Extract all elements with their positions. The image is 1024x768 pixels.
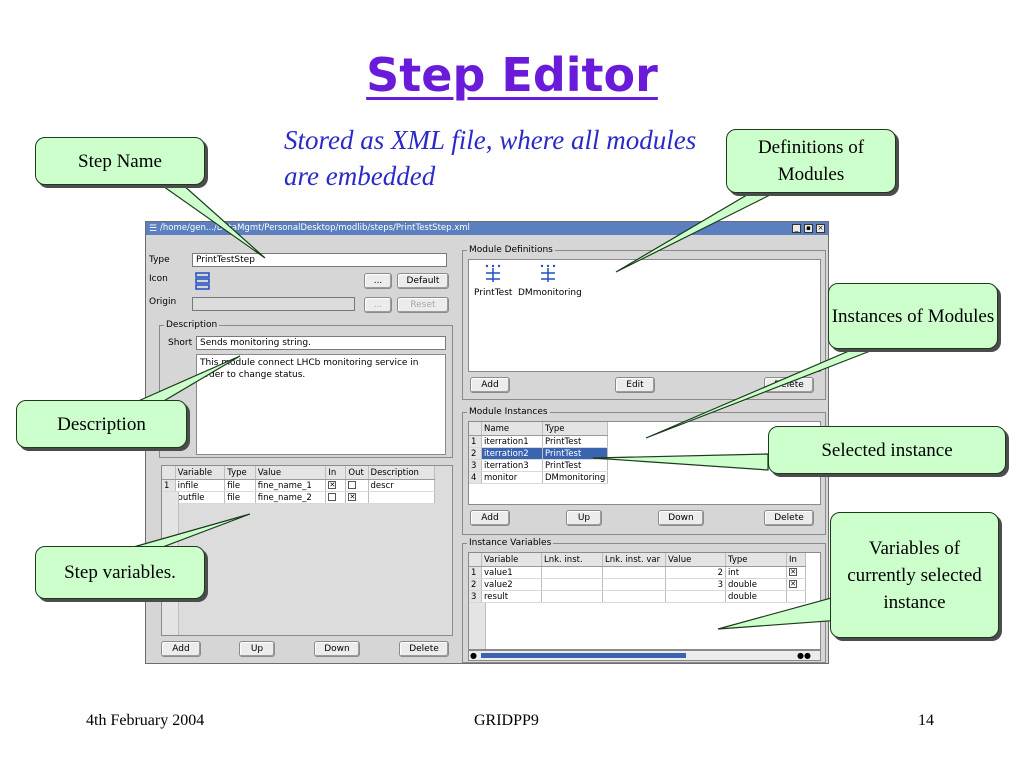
- scrollbar-thumb[interactable]: [481, 653, 686, 658]
- slide-title: Step Editor: [366, 48, 658, 102]
- short-label: Short: [168, 338, 193, 348]
- in-checkbox-unchecked[interactable]: [328, 493, 337, 501]
- window-title: /home/gen.../DataMgmt/PersonalDesktop/mo…: [160, 223, 470, 233]
- footer-date: 4th February 2004: [86, 712, 205, 729]
- definitions-add-button[interactable]: Add: [470, 377, 510, 393]
- module-definition-item[interactable]: DMmonitoring: [518, 288, 582, 298]
- in-checkbox-checked[interactable]: ✕: [789, 568, 797, 576]
- step-name-pointer: [158, 183, 266, 259]
- definitions-edit-button[interactable]: Edit: [615, 377, 655, 393]
- instance-variables-table[interactable]: Variable Lnk. inst. Lnk. inst. var Value…: [469, 553, 806, 603]
- table-row[interactable]: 1 iterration1 PrintTest: [469, 435, 609, 448]
- instances-pointer: [645, 347, 879, 439]
- module-definitions-title: Module Definitions: [467, 244, 555, 256]
- callout-module-definitions: Definitions of Modules: [726, 129, 896, 193]
- module-instances-title: Module Instances: [467, 406, 550, 418]
- row-number-gutter: [469, 603, 486, 649]
- column-header[interactable]: Variable: [175, 466, 226, 480]
- scroll-left-icon[interactable]: ●: [470, 651, 477, 660]
- column-header[interactable]: Variable: [481, 553, 542, 567]
- module-icon: [195, 272, 210, 290]
- scroll-right-icon[interactable]: ●●: [797, 651, 811, 660]
- column-header[interactable]: Lnk. inst.: [541, 553, 603, 567]
- in-checkbox-checked[interactable]: ✕: [789, 580, 797, 588]
- column-header[interactable]: Value: [665, 553, 726, 567]
- callout-selected-instance: Selected instance: [768, 426, 1006, 474]
- out-checkbox-checked[interactable]: ✕: [348, 493, 357, 501]
- callout-description: Description: [16, 400, 187, 448]
- column-header[interactable]: Value: [255, 466, 327, 480]
- selected-instance-pointer: [592, 453, 769, 471]
- definitions-pointer: [615, 191, 777, 273]
- description-pointer: [135, 355, 241, 403]
- module-definition-item[interactable]: PrintTest: [474, 288, 513, 298]
- variables-delete-button[interactable]: Delete: [399, 641, 449, 657]
- origin-reset-button[interactable]: Reset: [397, 297, 449, 313]
- column-header[interactable]: Out: [345, 466, 369, 480]
- instance-variables-title: Instance Variables: [467, 537, 554, 549]
- column-header[interactable]: Type: [542, 422, 609, 436]
- variables-add-button[interactable]: Add: [161, 641, 201, 657]
- column-header[interactable]: Name: [481, 422, 543, 436]
- long-description-field[interactable]: This module connect LHCb monitoring serv…: [196, 354, 446, 455]
- minimize-icon[interactable]: _: [792, 224, 801, 233]
- column-header[interactable]: In: [325, 466, 347, 480]
- close-icon[interactable]: ×: [816, 224, 825, 233]
- slide-subtitle: Stored as XML file, where all modules ar…: [284, 125, 697, 191]
- origin-label: Origin: [149, 297, 177, 307]
- column-header[interactable]: Lnk. inst. var: [602, 553, 666, 567]
- table-row[interactable]: 3 result double: [469, 590, 806, 603]
- variables-down-button[interactable]: Down: [314, 641, 360, 657]
- module-definitions-group: Module Definitions: [462, 244, 826, 400]
- description-group-title: Description: [164, 319, 220, 331]
- window-titlebar: ☰ /home/gen.../DataMgmt/PersonalDesktop/…: [146, 222, 828, 235]
- type-field[interactable]: PrintTestStep: [192, 253, 447, 267]
- instances-up-button[interactable]: Up: [566, 510, 602, 526]
- in-checkbox-checked[interactable]: ✕: [328, 481, 337, 489]
- horizontal-scrollbar[interactable]: ● ●●: [468, 650, 821, 661]
- callout-instance-variables: Variables of currently selected instance: [830, 512, 999, 638]
- callout-module-instances: Instances of Modules: [828, 283, 998, 349]
- origin-browse-button[interactable]: ...: [364, 297, 392, 313]
- icon-default-button[interactable]: Default: [397, 273, 449, 289]
- origin-field[interactable]: [192, 297, 355, 311]
- column-header[interactable]: Type: [224, 466, 256, 480]
- module-definitions-list[interactable]: [468, 259, 821, 372]
- table-row[interactable]: 2 value2 3 double ✕: [469, 578, 806, 591]
- footer-event: GRIDPP9: [474, 712, 539, 729]
- instance-variables-pointer: [717, 594, 843, 630]
- callout-step-name: Step Name: [35, 137, 205, 185]
- table-row-selected[interactable]: 2 iterration2 PrintTest: [469, 447, 609, 460]
- short-description-field[interactable]: Sends monitoring string.: [196, 336, 446, 350]
- table-row[interactable]: 1 infile file fine_name_1 ✕ descr: [162, 479, 436, 492]
- instances-delete-button[interactable]: Delete: [764, 510, 814, 526]
- module-icon: [485, 264, 501, 282]
- slide-number: 14: [918, 712, 934, 729]
- step-variables-pointer: [129, 513, 251, 549]
- table-row[interactable]: 4 monitor DMmonitoring: [469, 471, 609, 484]
- out-checkbox-unchecked[interactable]: [348, 481, 357, 489]
- table-row[interactable]: 1 value1 2 int ✕: [469, 566, 806, 579]
- instances-add-button[interactable]: Add: [470, 510, 510, 526]
- column-header[interactable]: In: [786, 553, 806, 567]
- callout-step-variables: Step variables.: [35, 546, 205, 599]
- window-menu-icon[interactable]: ☰: [149, 224, 158, 234]
- maximize-icon[interactable]: ▪: [804, 224, 813, 233]
- type-label: Type: [149, 255, 170, 265]
- table-row[interactable]: 3 iterration3 PrintTest: [469, 459, 609, 472]
- column-header[interactable]: Type: [725, 553, 787, 567]
- icon-browse-button[interactable]: ...: [364, 273, 392, 289]
- column-header[interactable]: Description: [368, 466, 436, 480]
- icon-label: Icon: [149, 274, 168, 284]
- instances-down-button[interactable]: Down: [658, 510, 704, 526]
- module-instances-table[interactable]: Name Type 1 iterration1 PrintTest 2 iter…: [469, 422, 609, 484]
- module-icon: [540, 264, 556, 282]
- variables-up-button[interactable]: Up: [239, 641, 275, 657]
